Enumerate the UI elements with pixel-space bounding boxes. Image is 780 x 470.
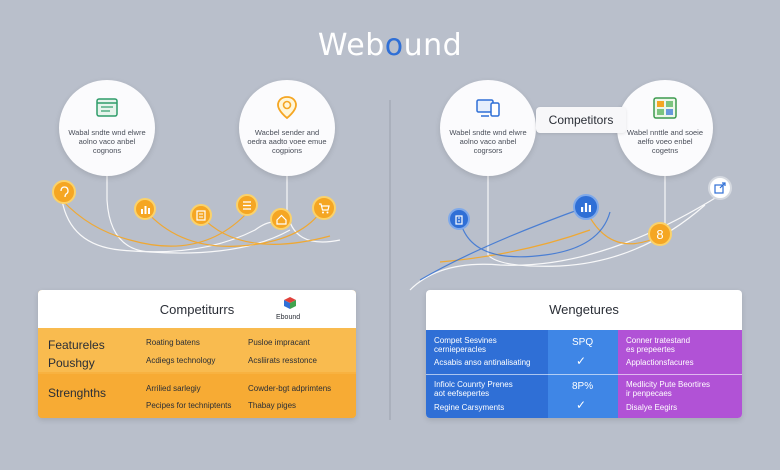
cart-icon xyxy=(312,196,336,220)
competitors-chip: Competitors xyxy=(536,107,626,133)
row-label-features: Featureles xyxy=(48,338,105,352)
cell-text: Compet Sesvines xyxy=(434,336,497,345)
ear-icon xyxy=(52,180,76,204)
share-icon xyxy=(708,176,732,200)
building-icon xyxy=(448,208,470,230)
curve-blue-2 xyxy=(419,206,587,281)
feature-circle-3: Wabel sndte wnd elwre aolno vaco anbel c… xyxy=(440,80,536,176)
competitors-table: Competiturrs Ebound Featureles Poushgy S… xyxy=(38,290,356,418)
curve-orange-1 xyxy=(61,199,246,247)
circle-text: Wabal sndte wnd elwre aolno vaco anbel c… xyxy=(68,128,146,155)
check-icon: ✓ xyxy=(576,354,587,368)
cell-text: Infiolc Counrty Prenes xyxy=(434,380,513,389)
cell-text: Roating batens xyxy=(146,338,200,347)
features-table-title: Wengetures xyxy=(549,301,619,317)
cell-text: Conner tratestand xyxy=(626,336,691,345)
score-bottom: 8P% xyxy=(572,381,594,392)
circle-text: Wabel nnttle and soeie aelfo voeo enbel … xyxy=(626,128,704,155)
score-top: SPQ xyxy=(572,337,594,348)
cell-text: Medlicity Pute Beortires xyxy=(626,380,711,389)
cell-text: cernieperacles xyxy=(434,345,487,354)
cell-text: Acdiegs technology xyxy=(146,356,216,365)
features-table: Wengetures Compet Sesvines cernieperacle… xyxy=(426,290,742,418)
cube-logo-icon xyxy=(280,296,300,313)
curve-blue-1 xyxy=(459,211,611,258)
curve-white-3 xyxy=(61,199,288,253)
check-icon: ✓ xyxy=(576,398,587,412)
location-pin-icon xyxy=(277,96,297,120)
cell-text: Applactionsfacures xyxy=(626,358,694,367)
page-title: Webound xyxy=(317,28,463,63)
competitors-table-title: Competiturrs xyxy=(159,301,235,317)
feature-circle-4: Wabel nnttle and soeie aelfo voeo enbel … xyxy=(617,80,713,176)
logo-label: Ebound xyxy=(276,314,301,321)
devices-icon xyxy=(476,99,500,117)
row-label-poushgy: Poushgy xyxy=(48,356,95,370)
cell-text: Cowder-bgt adprimtens xyxy=(248,384,332,393)
cell-text: Pusloe impracant xyxy=(248,338,310,347)
competitors-table-header: Competiturrs Ebound xyxy=(38,290,356,328)
curve-orange-2 xyxy=(144,209,323,247)
cell-text: aot eefsepertes xyxy=(434,389,490,398)
cell-text: Disalye Eegirs xyxy=(626,403,678,412)
stats-icon xyxy=(573,194,599,220)
cell-text: es prepeertes xyxy=(626,345,675,354)
cell-text: Acsliirats resstonce xyxy=(248,356,317,365)
circle-text: Wacbel sender and oedra aadto voee emue … xyxy=(247,128,327,155)
feature-circle-2: Wacbel sender and oedra aadto voee emue … xyxy=(239,80,335,176)
cell-text: Regine Carsyments xyxy=(434,403,505,412)
feature-circle-1: Wabal sndte wnd elwre aolno vaco anbel c… xyxy=(59,80,155,176)
circle-text: Wabel sndte wnd elwre aolno vaco anbel c… xyxy=(449,128,527,155)
document-icon xyxy=(190,204,212,226)
cell-text: Pecipes for techniptents xyxy=(146,401,232,410)
cell-text: Acsabis anso antinalisating xyxy=(434,358,531,367)
home-icon xyxy=(270,208,292,230)
cell-text: Arrilied sarlegiy xyxy=(146,384,201,393)
bar-chart-icon xyxy=(134,198,156,220)
number-eight-node: 8 xyxy=(648,222,672,246)
cell-text: ir penpecaes xyxy=(626,389,672,398)
cell-text: Thabay piges xyxy=(248,401,297,410)
list-icon xyxy=(236,194,258,216)
curve-orange-3 xyxy=(199,214,331,245)
row-label-strengths: Strenghths xyxy=(48,386,107,400)
dashboard-grid-icon xyxy=(653,97,677,119)
features-table-header: Wengetures xyxy=(426,290,742,328)
browser-window-icon xyxy=(96,98,118,117)
